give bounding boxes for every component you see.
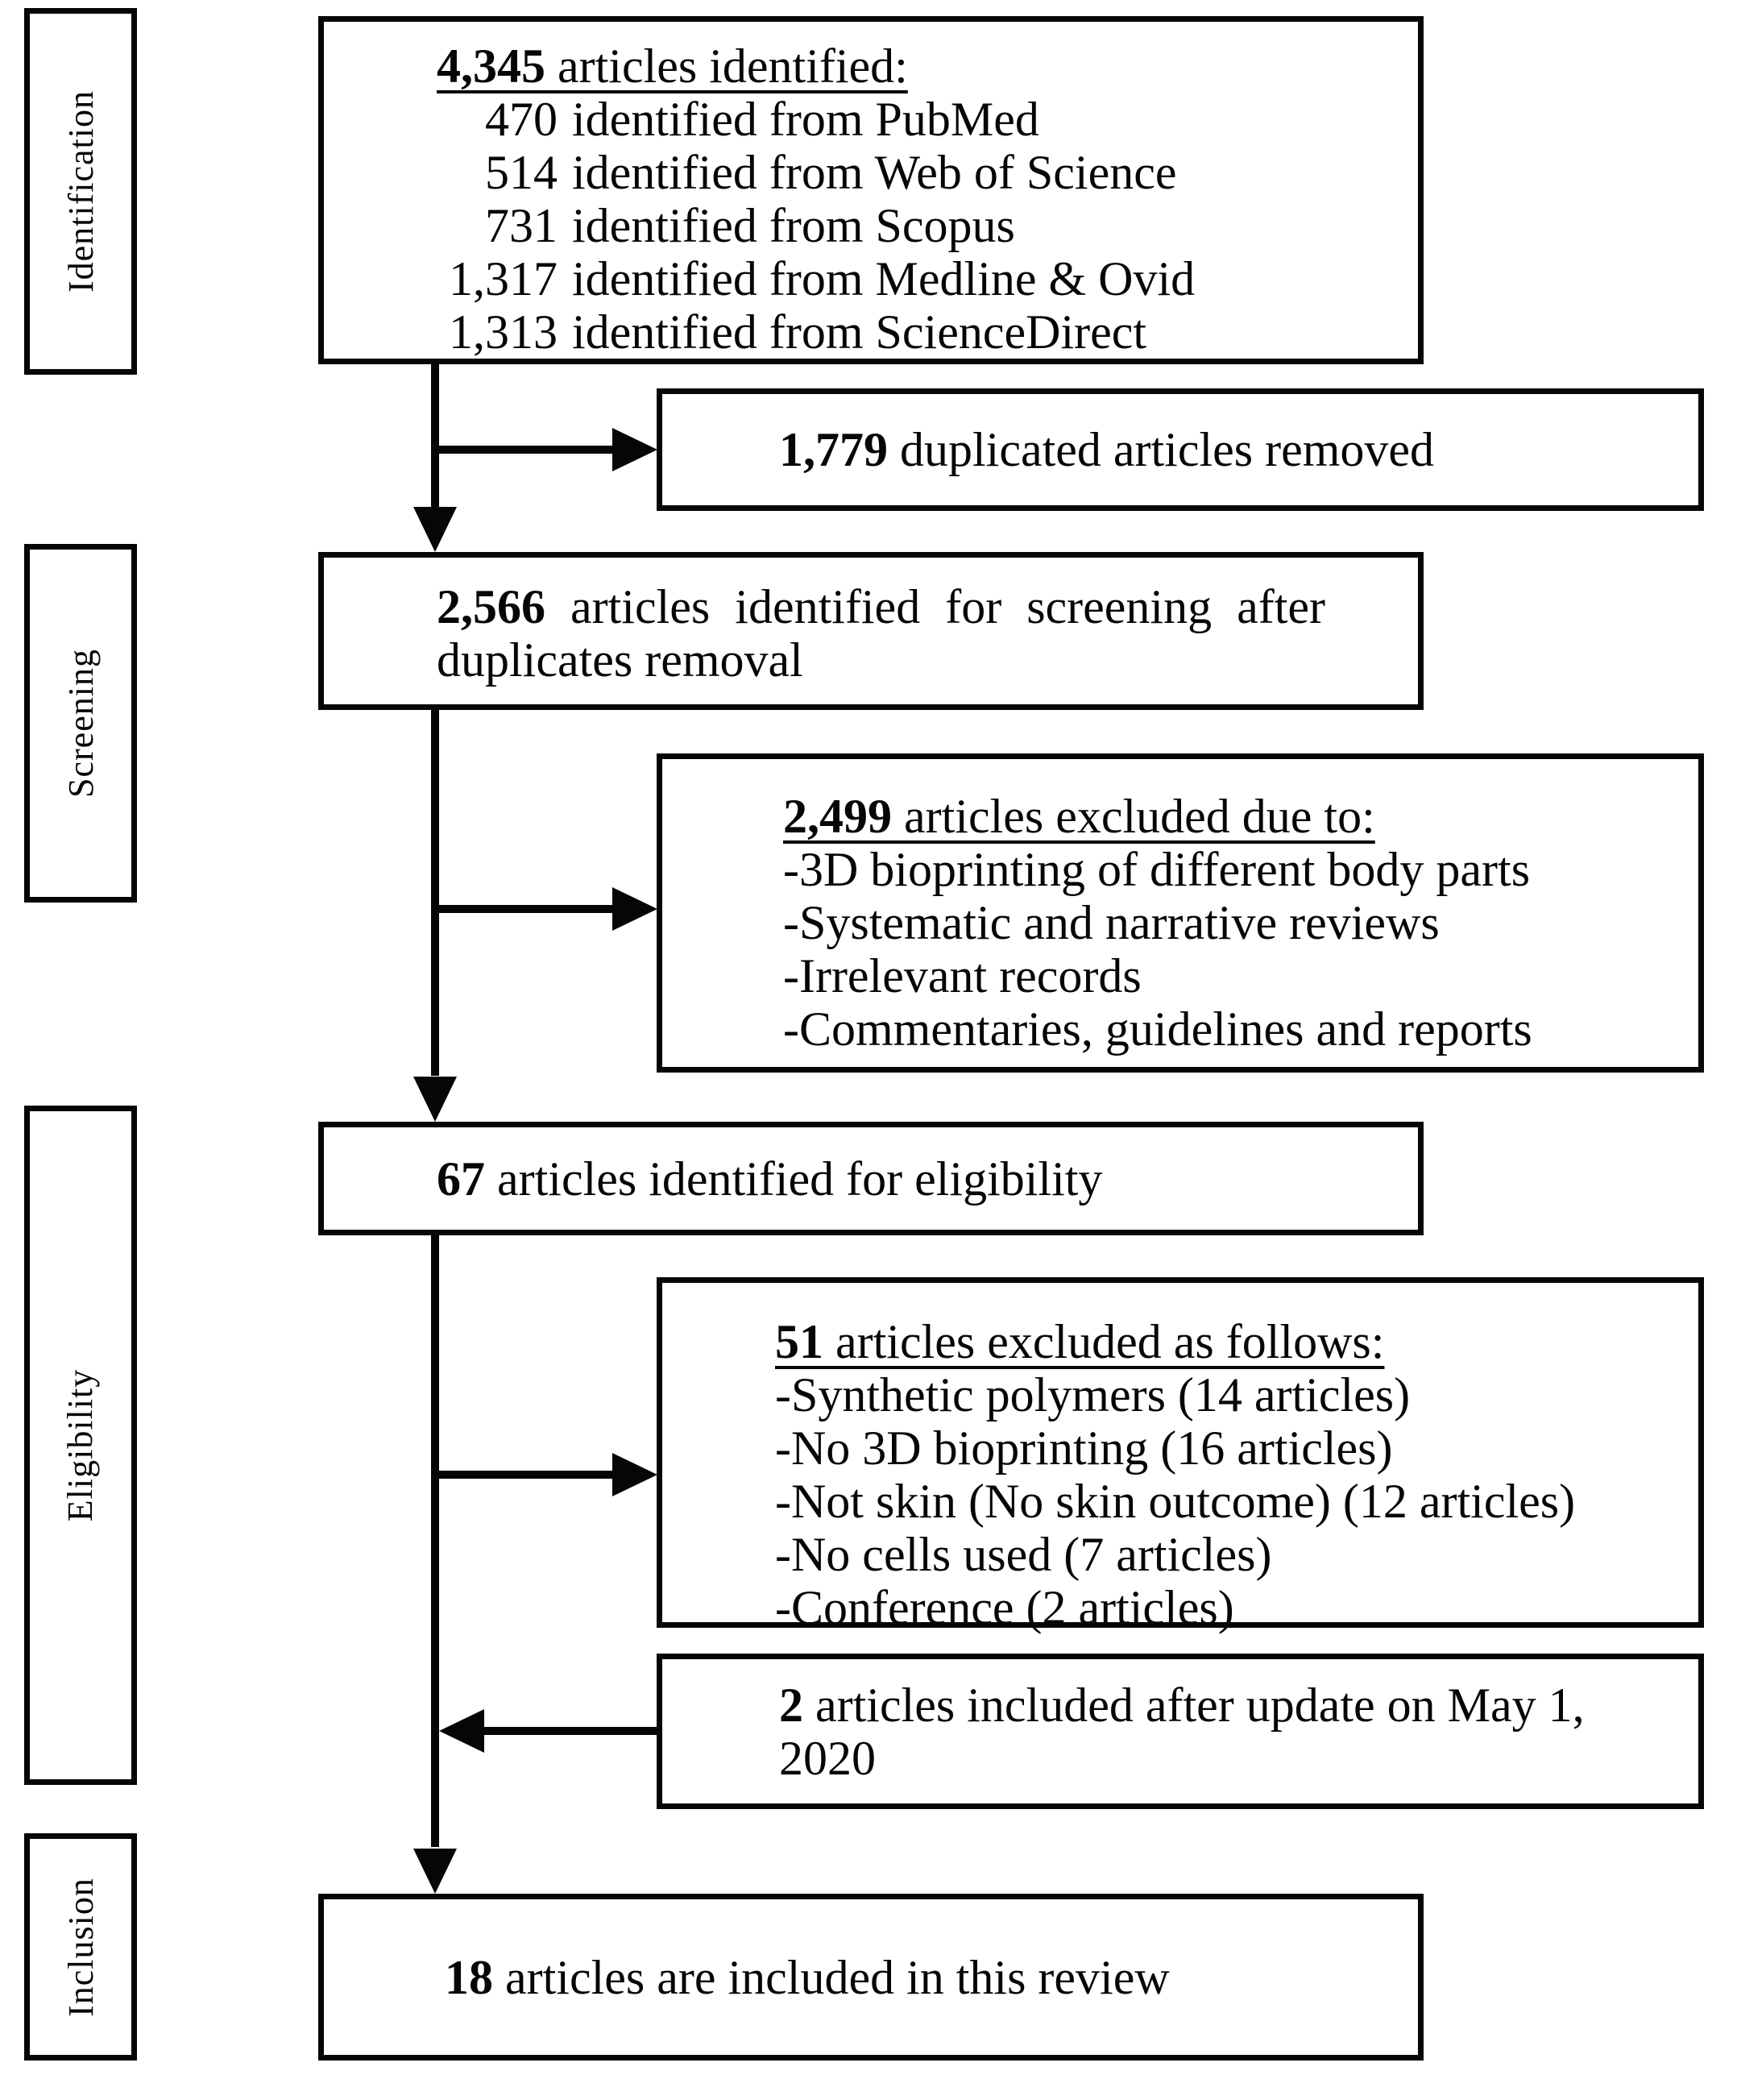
identified-heading-rest: articles identified: xyxy=(545,39,908,93)
arrowhead-down-icon xyxy=(413,1077,457,1122)
arrowhead-down-icon xyxy=(413,507,457,552)
box-duplicates-removed: 1,779 duplicated articles removed xyxy=(657,388,1704,511)
arrowhead-left-icon xyxy=(439,1709,484,1753)
excluded-eligibility-heading: 51 articles excluded as follows: xyxy=(775,1315,1385,1368)
excluded-screening-reason: -3D bioprinting of different body parts xyxy=(783,843,1531,896)
arrowhead-right-icon xyxy=(612,428,657,471)
screening-text: articles identified for screening after … xyxy=(437,580,1325,687)
excluded-screening-reason: -Commentaries, guidelines and reports xyxy=(783,1002,1532,1056)
connector-screening-to-eligibility xyxy=(431,709,439,1076)
update-included-text: 2 articles included after update on May … xyxy=(779,1678,1585,1785)
screening-count: 2,566 xyxy=(437,580,545,633)
connector-eligibility-to-included xyxy=(431,1235,439,1847)
box-included-in-review: 18 articles are included in this review xyxy=(318,1894,1424,2061)
arrowhead-right-icon xyxy=(612,1453,657,1496)
included-text: 18 articles are included in this review xyxy=(445,1950,1170,2004)
excluded-screening-reason: -Irrelevant records xyxy=(783,949,1142,1002)
identified-count: 4,345 xyxy=(437,39,545,93)
stage-label-identification: Identification xyxy=(60,89,101,293)
connector-identified-to-screening xyxy=(431,364,439,509)
excluded-eligibility-reason: -Conference (2 articles) xyxy=(775,1581,1234,1634)
excluded-screening-reason: -Systematic and narrative reviews xyxy=(783,896,1440,949)
box-screening-after-duplicates: 2,566 articles identified for screening … xyxy=(318,552,1424,710)
eligibility-text: 67 articles identified for eligibility xyxy=(437,1152,1103,1206)
stage-label-inclusion: Inclusion xyxy=(60,1877,101,2017)
excluded-eligibility-reason: -Synthetic polymers (14 articles) xyxy=(775,1368,1411,1421)
box-update-included: 2 articles included after update on May … xyxy=(657,1654,1704,1809)
stage-label-eligibility: Eligibility xyxy=(60,1368,101,1522)
excluded-eligibility-reason: -Not skin (No skin outcome) (12 articles… xyxy=(775,1475,1576,1528)
connector-branch-excluded-eligibility xyxy=(435,1471,614,1479)
stage-box-screening: Screening xyxy=(24,544,137,903)
box-excluded-screening: 2,499 articles excluded due to: -3D biop… xyxy=(657,753,1704,1073)
box-eligibility: 67 articles identified for eligibility xyxy=(318,1122,1424,1235)
connector-update-into-flow xyxy=(483,1727,657,1735)
excluded-eligibility-reason: -No cells used (7 articles) xyxy=(775,1528,1272,1581)
duplicates-removed-text: 1,779 duplicated articles removed xyxy=(779,423,1435,476)
box-excluded-eligibility: 51 articles excluded as follows: -Synthe… xyxy=(657,1277,1704,1634)
stage-box-inclusion: Inclusion xyxy=(24,1833,137,2061)
connector-branch-excluded-screening xyxy=(435,905,614,913)
excluded-eligibility-reason: -No 3D bioprinting (16 articles) xyxy=(775,1421,1393,1475)
connector-branch-duplicates xyxy=(435,446,614,454)
stage-box-eligibility: Eligibility xyxy=(24,1106,137,1785)
identified-heading: 4,345 articles identified: xyxy=(437,39,1386,93)
arrowhead-right-icon xyxy=(612,887,657,931)
stage-box-identification: Identification xyxy=(24,8,137,375)
stage-label-screening: Screening xyxy=(60,649,101,798)
excluded-screening-heading: 2,499 articles excluded due to: xyxy=(783,790,1375,843)
arrowhead-down-icon xyxy=(413,1849,457,1894)
